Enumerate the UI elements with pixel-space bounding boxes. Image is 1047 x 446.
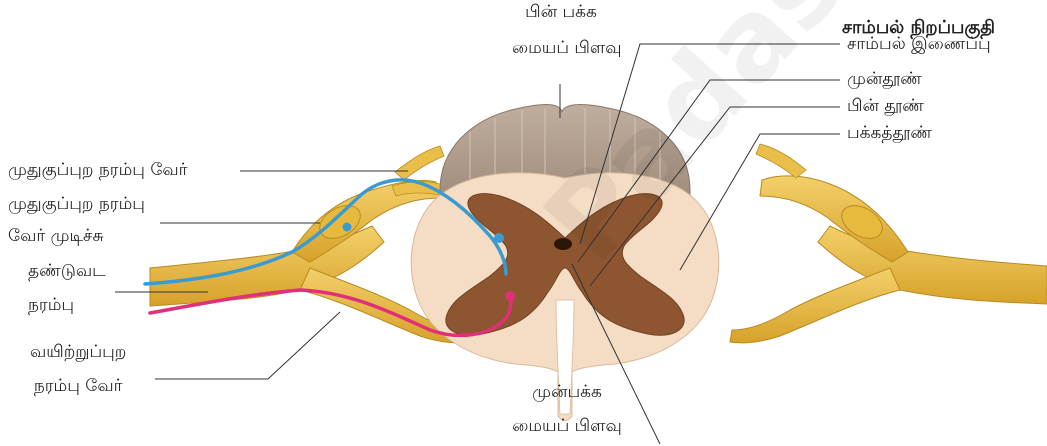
label-grey-commissure: சாம்பல் இணைப்பு — [847, 32, 991, 58]
label-anterior-median-fissure: முன்பக்க மையப் பிளவு — [512, 380, 622, 439]
label-anterior-horn: முன்தூண் — [847, 67, 922, 93]
label-posterior-horn: பின் தூண் — [847, 94, 924, 120]
right-ventral-root — [730, 268, 900, 343]
label-posterior-median-sulcus: பின் பக்க மையப் பிளவு — [512, 0, 610, 61]
label-ventral-root: வயிற்றுப்புற நரம்பு வேர் — [30, 340, 126, 399]
label-spinal-nerve: தண்டுவட நரம்பு — [28, 259, 106, 318]
label-lateral-horn: பக்கத்தூண் — [847, 121, 932, 147]
label-dorsal-root: முதுகுப்புற நரம்பு வேர் — [8, 158, 188, 184]
label-dorsal-root-ganglion: முதுகுப்புற நரம்பு வேர் முடிச்சு — [8, 192, 145, 249]
